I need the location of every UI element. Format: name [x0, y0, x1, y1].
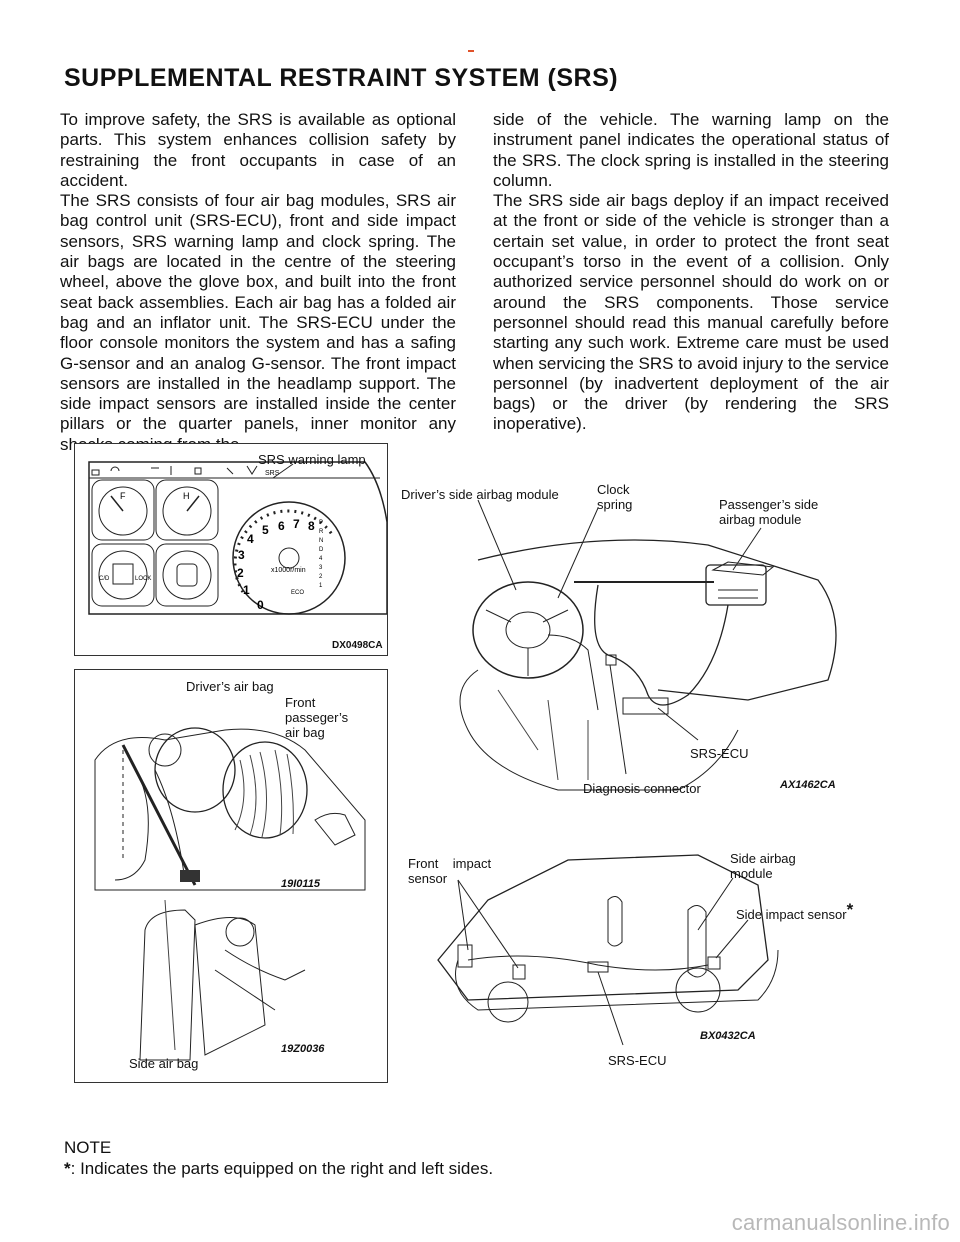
- paragraph: To improve safety, the SRS is available …: [60, 110, 456, 190]
- paragraph: The SRS side air bags deploy if an impac…: [493, 191, 889, 434]
- note-text: *: Indicates the parts equipped on the r…: [64, 1159, 494, 1178]
- diagnosis-connector-label: Diagnosis connector: [583, 781, 701, 796]
- svg-text:4: 4: [247, 532, 254, 546]
- vehicle-sensors-figure: Front impact sensor Side airbag module S…: [398, 840, 878, 1070]
- airbag-deployment-illustration: [94, 727, 366, 1061]
- svg-text:3: 3: [238, 548, 245, 562]
- watermark: carmanualsonline.info: [731, 1210, 950, 1235]
- svg-text:1: 1: [319, 583, 323, 589]
- tach-unit: x1000r/min: [271, 567, 306, 574]
- svg-text:P: P: [319, 520, 323, 526]
- body-text-left-column: To improve safety, the SRS is available …: [60, 110, 456, 455]
- svg-text:3: 3: [319, 565, 323, 571]
- note: NOTE *: Indicates the parts equipped on …: [64, 1137, 493, 1179]
- paragraph: side of the vehicle. The warning lamp on…: [493, 110, 889, 190]
- eco-label: ECO: [291, 590, 304, 596]
- svg-text:8: 8: [308, 519, 315, 533]
- svg-text:2: 2: [319, 574, 323, 580]
- dashboard-illustration: [459, 499, 837, 791]
- paragraph: The SRS consists of four air bag modules…: [60, 191, 456, 454]
- header-mark: [468, 50, 474, 52]
- svg-text:4: 4: [319, 556, 323, 562]
- svg-text:7: 7: [293, 517, 300, 531]
- drivers-airbag-label: Driver’s air bag: [186, 679, 274, 694]
- airbag-locations-figure: Driver’s air bag Front passeger’s air ba…: [74, 669, 388, 1083]
- srs-warning-lamp-label: SRS warning lamp: [258, 452, 366, 467]
- figure-code: DX0498CA: [332, 640, 383, 651]
- figure-code: BX0432CA: [700, 1030, 756, 1042]
- side-airbag-label: Side air bag: [129, 1056, 199, 1071]
- cd-label: C/D: [99, 576, 110, 582]
- fuel-gauge-label: F: [120, 491, 126, 501]
- front-passenger-airbag-label: Front passeger’s air bag: [285, 695, 349, 740]
- asterisk-mark: *: [846, 900, 854, 919]
- svg-text:0: 0: [257, 598, 264, 612]
- svg-text:SRS: SRS: [265, 470, 280, 477]
- svg-text:R: R: [319, 529, 324, 535]
- svg-text:2: 2: [237, 566, 244, 580]
- instrument-panel-figure: SRS F H C/D LOCK 0 1 2 3 4 5 6 7 8 x1000…: [74, 443, 388, 656]
- svg-text:5: 5: [262, 523, 269, 537]
- figure-code: 19I0115: [281, 878, 320, 890]
- svg-text:D: D: [319, 547, 324, 553]
- asterisk-mark: *: [64, 1159, 71, 1178]
- svg-text:N: N: [319, 538, 323, 544]
- srs-ecu-label: SRS-ECU: [608, 1053, 667, 1068]
- passengers-side-airbag-module-label: Passenger’s side airbag module: [719, 497, 819, 527]
- instrument-panel-illustration: SRS F H C/D LOCK 0 1 2 3 4 5 6 7 8 x1000…: [88, 461, 387, 615]
- note-heading: NOTE: [64, 1138, 112, 1157]
- dashboard-components-figure: Driver’s side airbag module Clock spring…: [398, 470, 878, 800]
- svg-text:6: 6: [278, 519, 285, 533]
- side-airbag-module-label: Side airbag module: [730, 851, 796, 881]
- figure-code: AX1462CA: [780, 779, 836, 791]
- clock-spring-label: Clock spring: [597, 482, 633, 512]
- vehicle-illustration: [437, 854, 779, 1046]
- front-impact-sensor-label: Front impact sensor: [408, 856, 492, 886]
- body-text-right-column: side of the vehicle. The warning lamp on…: [493, 110, 889, 435]
- temp-gauge-label: H: [183, 491, 190, 501]
- svg-text:1: 1: [243, 583, 250, 597]
- side-impact-sensor-label: Side impact sensor*: [736, 900, 854, 922]
- drivers-side-airbag-module-label: Driver’s side airbag module: [401, 487, 559, 502]
- page-title: SUPPLEMENTAL RESTRAINT SYSTEM (SRS): [64, 64, 619, 92]
- lock-label: LOCK: [135, 576, 151, 582]
- figure-code: 19Z0036: [281, 1043, 325, 1055]
- srs-ecu-label: SRS-ECU: [690, 746, 749, 761]
